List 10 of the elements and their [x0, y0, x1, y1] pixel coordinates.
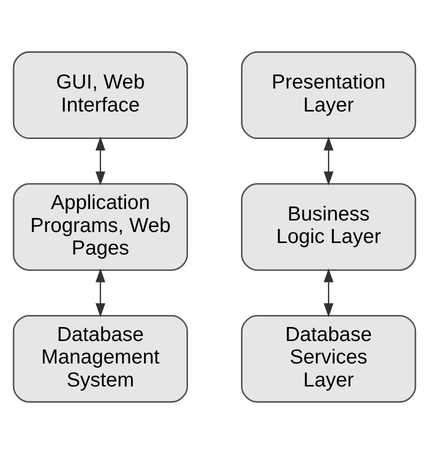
node-box: Database Services Layer — [241, 314, 416, 402]
arrow — [96, 136, 106, 185]
node-box: Database Management System — [12, 314, 188, 402]
node-box: GUI, Web Interface — [12, 50, 188, 139]
node-box: Presentation Layer — [241, 50, 416, 139]
arrow — [96, 268, 106, 317]
node-box: Application Programs, Web Pages — [12, 182, 188, 270]
node-box: Business Logic Layer — [241, 182, 416, 270]
arrow — [324, 136, 334, 185]
arrow — [324, 268, 334, 317]
